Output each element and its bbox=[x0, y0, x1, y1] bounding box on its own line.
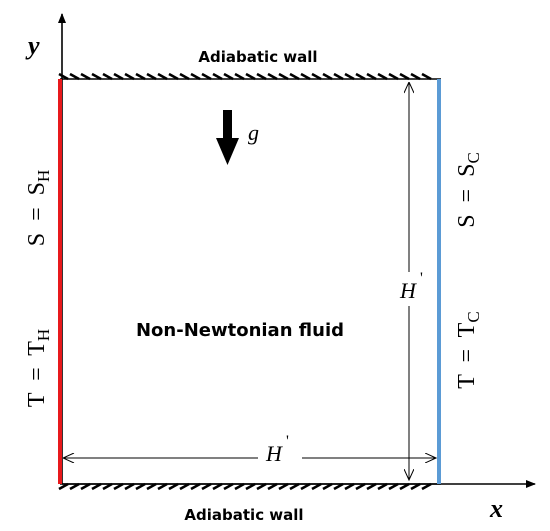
hatch-mark bbox=[212, 482, 223, 491]
right-concentration-condition: S = SC bbox=[454, 152, 483, 228]
fluid-label: Non-Newtonian fluid bbox=[136, 320, 344, 341]
x-axis-label: x bbox=[489, 494, 503, 523]
hatch-mark bbox=[344, 482, 355, 491]
hatch-mark bbox=[333, 72, 344, 81]
hatch-mark bbox=[344, 72, 355, 81]
hatch-mark bbox=[80, 72, 91, 81]
right-temperature-condition: T = TC bbox=[454, 311, 483, 388]
hatch-mark bbox=[91, 482, 102, 491]
hatch-mark bbox=[278, 482, 289, 491]
hatch-mark bbox=[113, 72, 124, 81]
hatch-mark bbox=[201, 482, 212, 491]
hatch-mark bbox=[377, 482, 388, 491]
hatch-mark bbox=[366, 72, 377, 81]
hatch-mark bbox=[58, 72, 69, 81]
hatch-mark bbox=[355, 72, 366, 81]
hatch-mark bbox=[289, 482, 300, 491]
hatch-mark bbox=[113, 482, 124, 491]
width-dimension-prime: ' bbox=[286, 433, 289, 450]
hatch-mark bbox=[333, 482, 344, 491]
hatch-mark bbox=[256, 72, 267, 81]
hatch-mark bbox=[421, 72, 432, 81]
hatch-mark bbox=[102, 482, 113, 491]
hatch-mark bbox=[410, 482, 421, 491]
hatch-mark bbox=[146, 72, 157, 81]
top-wall-hatching bbox=[58, 72, 432, 81]
hatch-mark bbox=[421, 482, 432, 491]
hatch-mark bbox=[146, 482, 157, 491]
hatch-mark bbox=[124, 72, 135, 81]
hatch-mark bbox=[168, 72, 179, 81]
hatch-mark bbox=[256, 482, 267, 491]
hatch-mark bbox=[377, 72, 388, 81]
hatch-mark bbox=[135, 72, 146, 81]
hatch-mark bbox=[212, 72, 223, 81]
hatch-mark bbox=[201, 72, 212, 81]
hatch-mark bbox=[80, 482, 91, 491]
hatch-mark bbox=[91, 72, 102, 81]
hatch-mark bbox=[410, 72, 421, 81]
gravity-label: g bbox=[248, 120, 259, 145]
height-dimension-prime: ' bbox=[420, 270, 423, 287]
hatch-mark bbox=[58, 482, 69, 491]
hatch-mark bbox=[124, 482, 135, 491]
hatch-mark bbox=[267, 72, 278, 81]
hatch-mark bbox=[223, 482, 234, 491]
hatch-mark bbox=[355, 482, 366, 491]
hatch-mark bbox=[267, 482, 278, 491]
top-wall-label: Adiabatic wall bbox=[198, 48, 317, 66]
hatch-mark bbox=[322, 482, 333, 491]
bottom-wall-label: Adiabatic wall bbox=[184, 506, 303, 524]
hatch-mark bbox=[245, 72, 256, 81]
hatch-mark bbox=[311, 72, 322, 81]
hatch-mark bbox=[399, 72, 410, 81]
hatch-mark bbox=[388, 72, 399, 81]
left-concentration-condition: S = SH bbox=[24, 170, 53, 247]
hatch-mark bbox=[102, 72, 113, 81]
hatch-mark bbox=[234, 482, 245, 491]
height-dimension-label: H bbox=[399, 278, 417, 303]
y-axis-label: y bbox=[25, 31, 40, 60]
hatch-mark bbox=[234, 72, 245, 81]
hatch-mark bbox=[245, 482, 256, 491]
gravity-arrow-icon bbox=[216, 110, 239, 165]
hatch-mark bbox=[311, 482, 322, 491]
hatch-mark bbox=[300, 72, 311, 81]
hatch-mark bbox=[289, 72, 300, 81]
hatch-mark bbox=[179, 72, 190, 81]
hatch-mark bbox=[179, 482, 190, 491]
bottom-wall-hatching bbox=[58, 482, 432, 491]
hatch-mark bbox=[69, 72, 80, 81]
hatch-mark bbox=[190, 72, 201, 81]
hatch-mark bbox=[168, 482, 179, 491]
hatch-mark bbox=[366, 482, 377, 491]
hatch-mark bbox=[135, 482, 146, 491]
hatch-mark bbox=[190, 482, 201, 491]
hatch-mark bbox=[388, 482, 399, 491]
hatch-mark bbox=[157, 72, 168, 81]
hatch-mark bbox=[399, 482, 410, 491]
hatch-mark bbox=[278, 72, 289, 81]
width-dimension-label: H bbox=[265, 441, 283, 466]
left-temperature-condition: T = TH bbox=[24, 329, 53, 407]
hatch-mark bbox=[300, 482, 311, 491]
hatch-mark bbox=[157, 482, 168, 491]
hatch-mark bbox=[223, 72, 234, 81]
hatch-mark bbox=[322, 72, 333, 81]
hatch-mark bbox=[69, 482, 80, 491]
